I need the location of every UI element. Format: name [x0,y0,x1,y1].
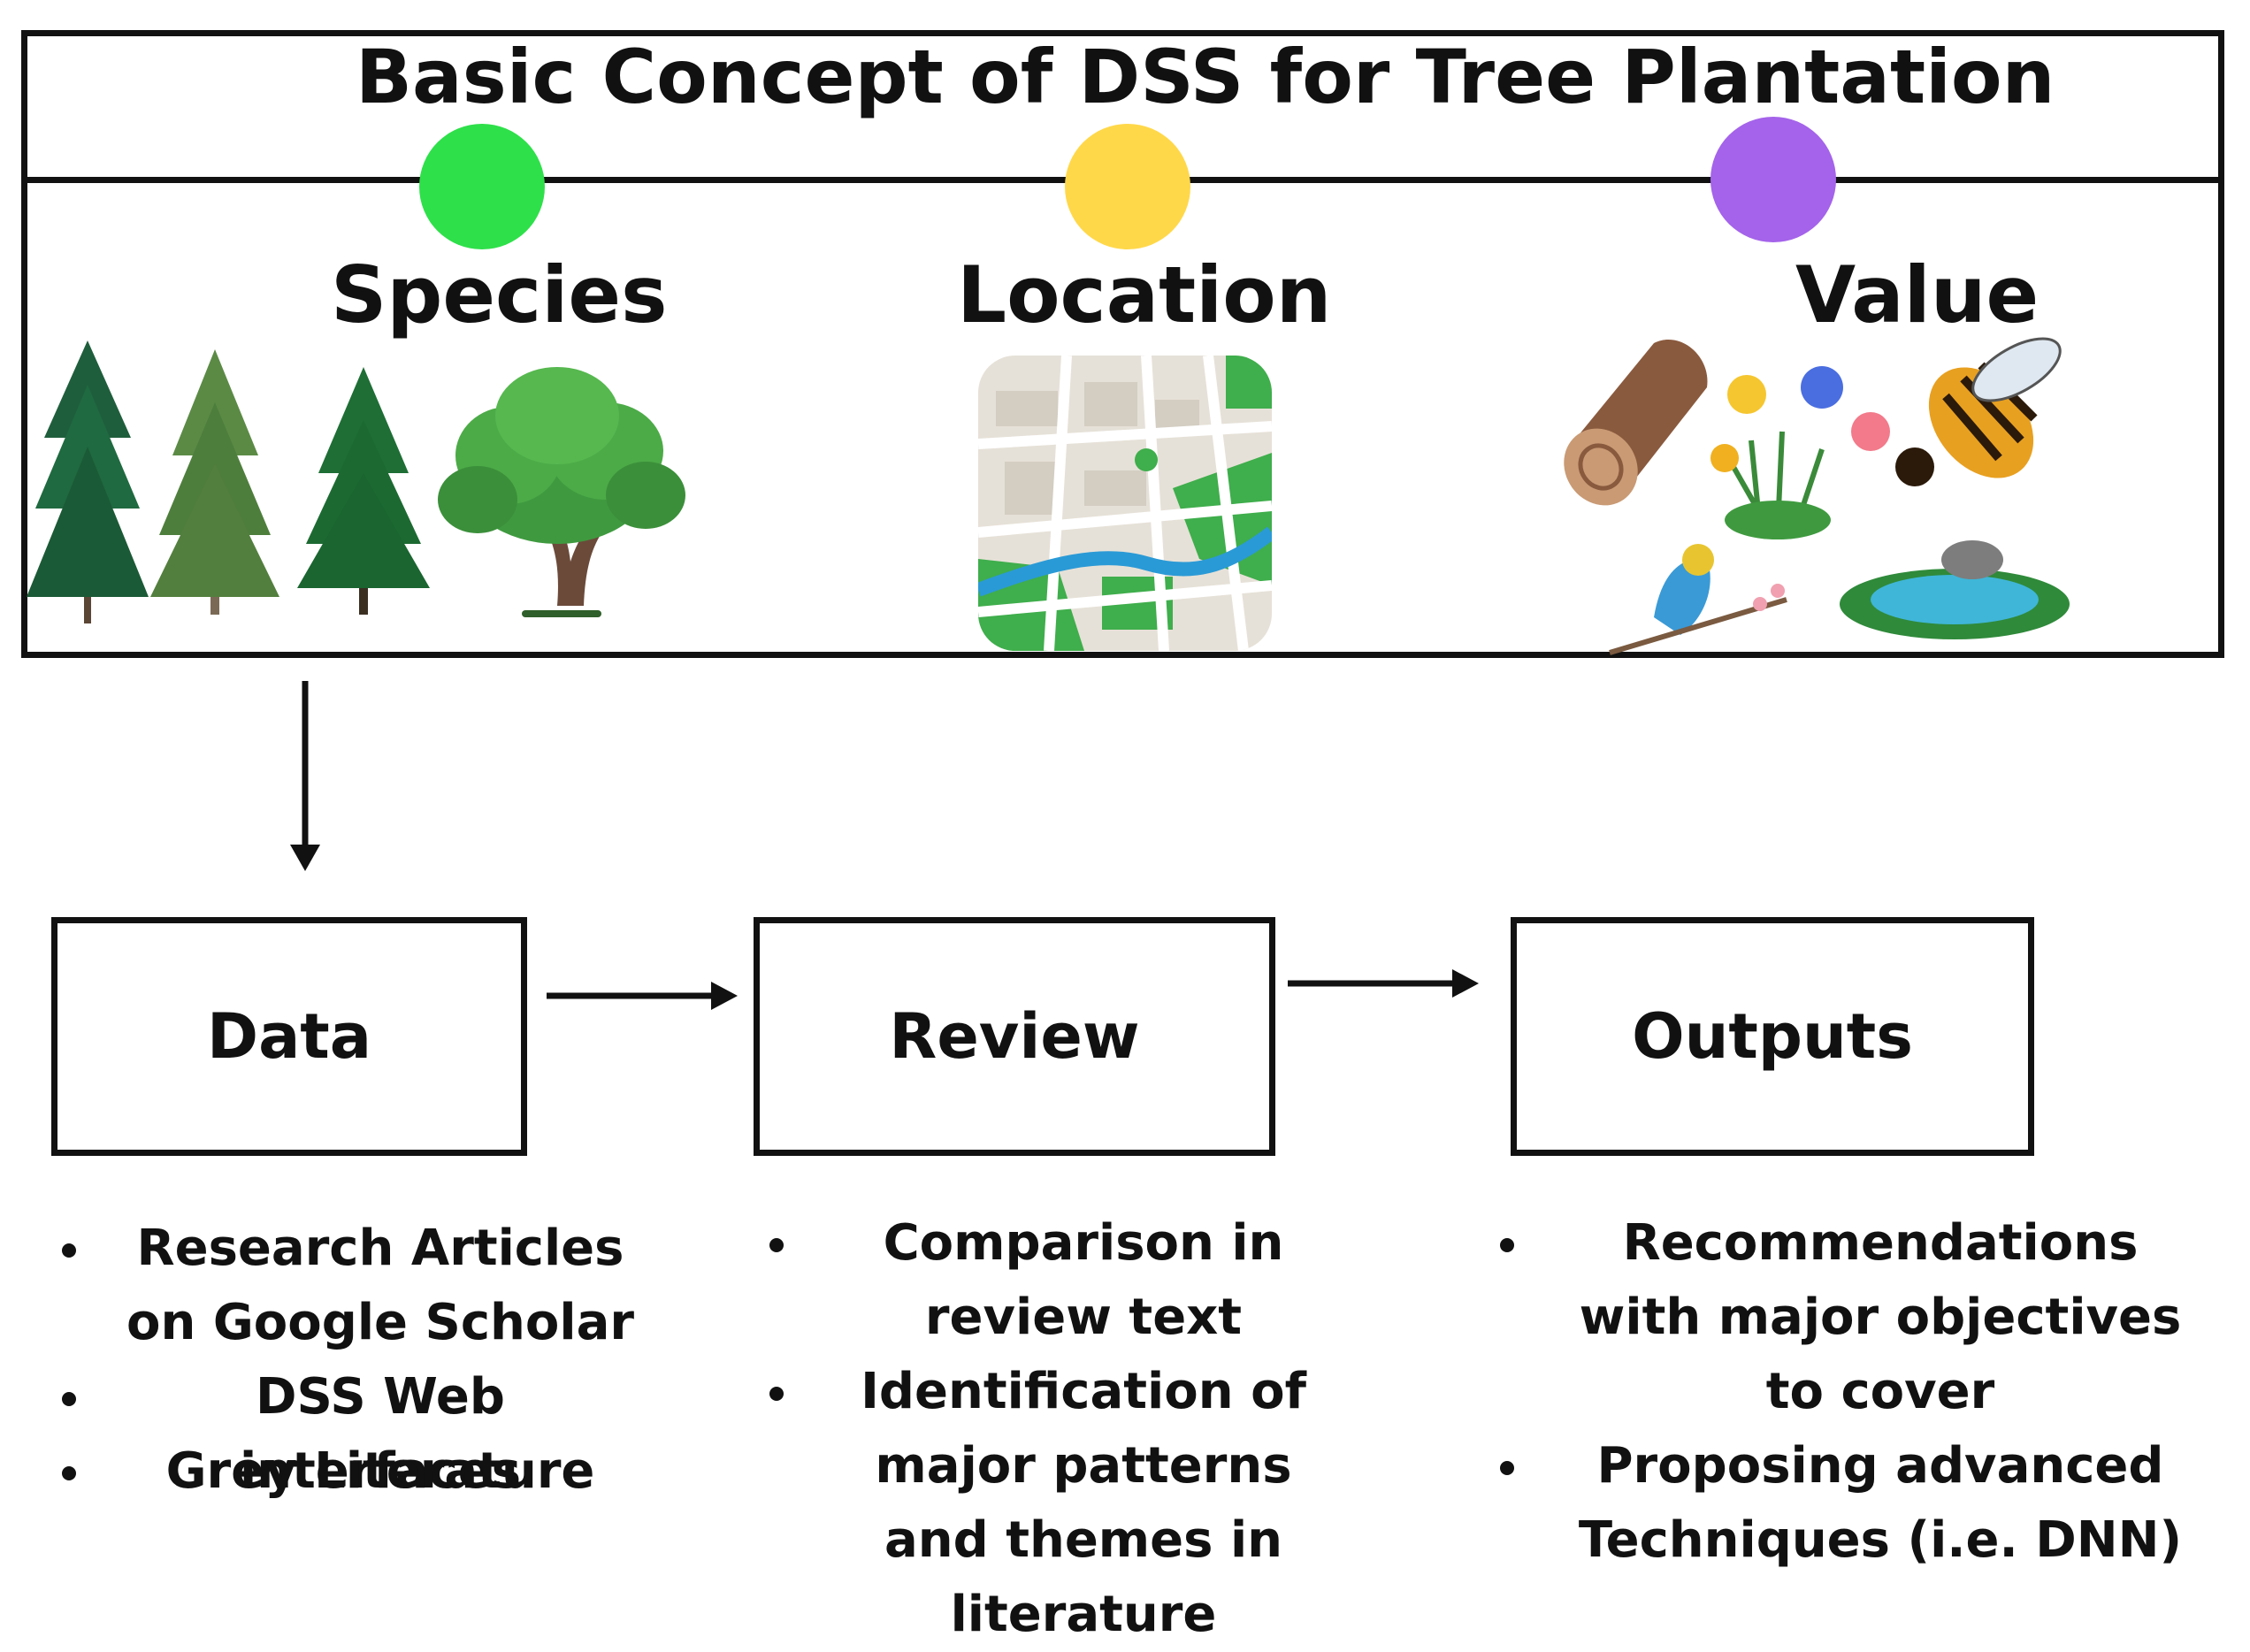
arrow-down-icon [290,681,320,871]
category-label-species: Species [331,249,668,340]
process-label-outputs: Outputs [1632,1000,1913,1073]
bee-icon [1895,337,2062,486]
tree-spruce-1-icon [27,340,149,623]
process-label-review: Review [889,1000,1140,1073]
bullet-icon [62,1466,76,1480]
category-label-value: Value [1795,249,2040,340]
bullet-icon [1500,1461,1514,1475]
bullet-item: Research Articles on Google Scholar [53,1212,672,1360]
process-box-review: Review [754,917,1275,1156]
diagram: Basic Concept of DSS for Tree Plantation… [21,30,2224,1643]
bullet-icon [769,1238,784,1252]
value-dot [1710,117,1836,242]
map-icon [978,356,1272,651]
bird-icon [1609,544,1787,655]
diagram-title: Basic Concept of DSS for Tree Plantation [356,34,2055,120]
tree-fir-icon [297,367,430,615]
trees-icon [27,340,685,623]
bullet-icon [1500,1238,1514,1252]
bullet-item: Proposing advanced Techniques (i.e. DNN) [1491,1429,2199,1578]
pond-icon [1840,540,2070,639]
process-label-data: Data [206,1000,372,1073]
flowers-icon [1710,366,1890,539]
process-box-data: Data [51,917,527,1156]
arrow-right-icon [1288,969,1479,998]
bullet-icon [62,1243,76,1258]
location-dot [1065,124,1190,249]
process-box-outputs: Outputs [1511,917,2034,1156]
bullet-list-review: Comparison in review text Identification… [761,1206,1380,1643]
species-dot [419,124,545,249]
bullet-item: Recommendations with major objectives to… [1491,1206,2199,1429]
bullet-item: Comparison in review text [761,1206,1380,1355]
concept-panel [21,30,2224,658]
bullet-icon [62,1392,76,1406]
bullet-list-outputs: Recommendations with major objectives to… [1491,1206,2199,1578]
category-label-location: Location [957,249,1332,340]
tree-spruce-2-icon [150,349,279,615]
bullet-item: DSS Web interfaces [53,1360,672,1500]
arrow-right-icon [547,982,738,1010]
tree-broadleaf-icon [438,367,685,617]
bullet-item: Identification of major patterns and the… [761,1355,1380,1643]
nature-value-icon [1564,337,2070,655]
bullet-icon [769,1387,784,1401]
log-icon [1564,340,1708,506]
bullet-item: Grey Literature [53,1434,672,1509]
bullet-list-data: Research Articles on Google Scholar DSS … [53,1212,672,1509]
